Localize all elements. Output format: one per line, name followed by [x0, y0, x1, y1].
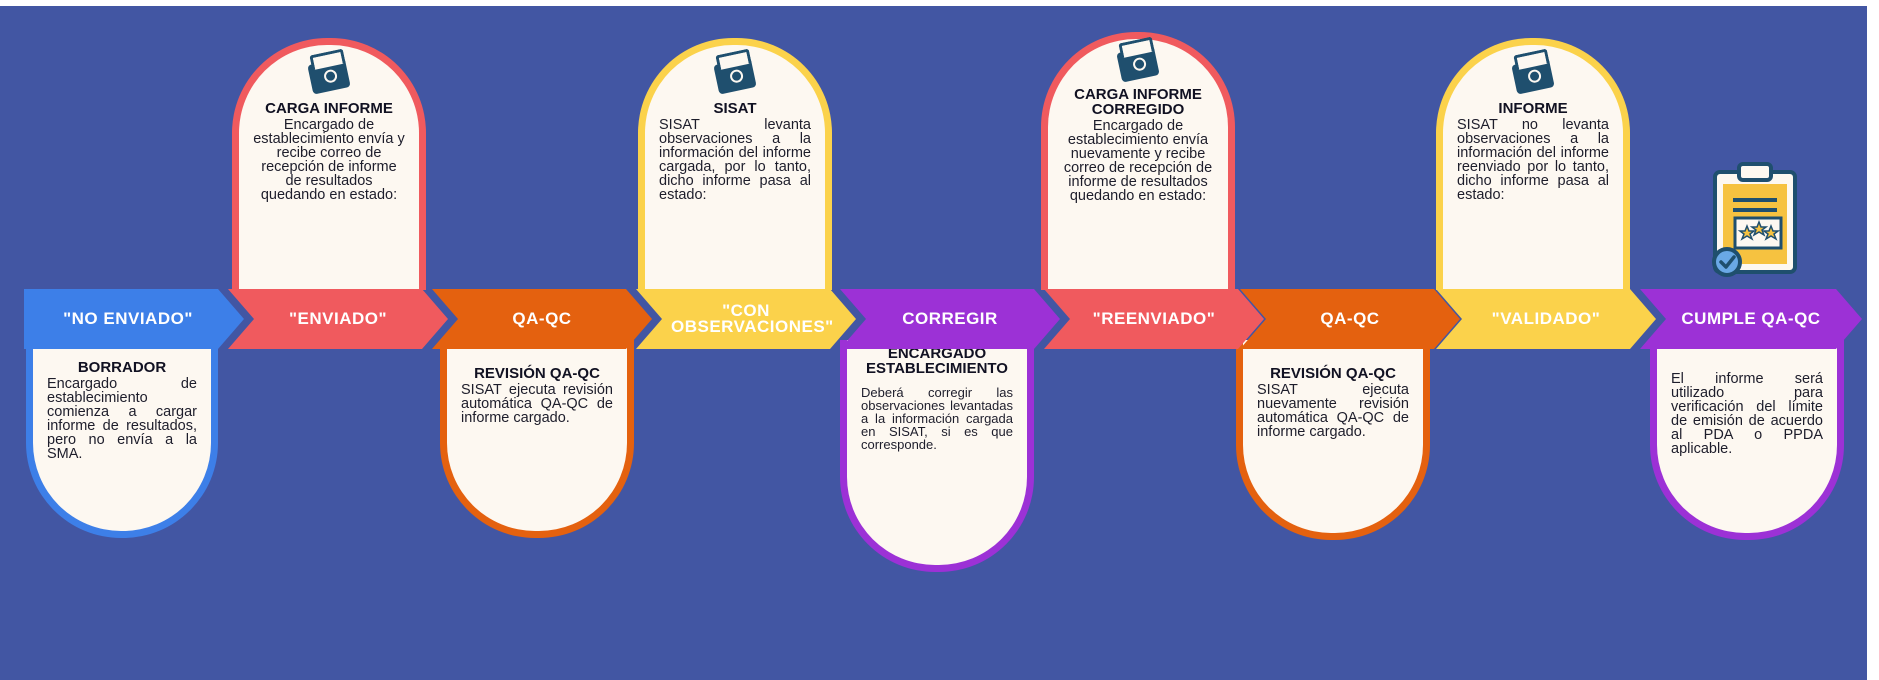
card-encargado: ENCARGADO ESTABLECIMIENTO Deberá corregi…: [840, 340, 1034, 572]
card-text: El informe será utilizado para verificac…: [1671, 371, 1823, 457]
document-upload-icon: [1116, 45, 1160, 83]
card-text: Deberá corregir las observaciones levant…: [861, 385, 1013, 452]
stage-no-enviado: "NO ENVIADO": [24, 289, 244, 349]
card-revision-qaqc-2: REVISIÓN QA-QC SISAT ejecuta nuevamente …: [1236, 340, 1430, 540]
card-borrador: BORRADOR Encargado de establecimiento co…: [26, 340, 218, 538]
card-title: REVISIÓN QA-QC: [474, 365, 600, 382]
card-text: Encargado de establecimiento envía y rec…: [253, 117, 405, 203]
card-title: CARGA INFORME CORREGIDO: [1074, 86, 1202, 118]
document-upload-icon: [307, 57, 351, 95]
stage-validado: "VALIDADO": [1436, 289, 1656, 349]
document-upload-icon: [1511, 57, 1555, 95]
card-title: ENCARGADO ESTABLECIMIENTO: [866, 345, 1008, 377]
card-informe: INFORME SISAT no levanta observaciones a…: [1436, 38, 1630, 290]
stage-label: CORREGIR: [902, 309, 998, 328]
stage-label: QA-QC: [1320, 309, 1380, 328]
card-carga-corregido: CARGA INFORME CORREGIDO Encargado de est…: [1041, 32, 1235, 290]
clipboard-stars-icon: [1712, 162, 1797, 277]
card-cumple: El informe será utilizado para verificac…: [1650, 340, 1844, 540]
stage-label: QA-QC: [512, 309, 572, 328]
stage-con-observaciones: "CON OBSERVACIONES": [636, 289, 856, 349]
card-text: SISAT levanta observaciones a la informa…: [659, 117, 811, 203]
card-title: SISAT: [713, 100, 757, 117]
card-title: INFORME: [1498, 100, 1568, 117]
card-text: SISAT no levanta observaciones a la info…: [1457, 117, 1609, 203]
right-border: [1867, 0, 1879, 680]
card-text: Encargado de establecimiento envía nueva…: [1063, 118, 1213, 204]
document-upload-icon: [713, 57, 757, 95]
card-sisat: SISAT SISAT levanta observaciones a la i…: [638, 38, 832, 290]
stage-label: "REENVIADO": [1092, 309, 1216, 328]
card-text: SISAT ejecuta revisión automática QA-QC …: [461, 382, 613, 426]
stage-label: "NO ENVIADO": [63, 309, 193, 328]
stage-qaqc-1: QA-QC: [432, 289, 652, 349]
stage-cumple-qaqc: CUMPLE QA-QC: [1640, 289, 1862, 349]
card-text: SISAT ejecuta nuevamente revisión automá…: [1257, 382, 1409, 440]
stage-enviado: "ENVIADO": [228, 289, 448, 349]
stage-label: "CON OBSERVACIONES": [671, 301, 834, 336]
stage-reenviado: "REENVIADO": [1044, 289, 1264, 349]
stage-label: "ENVIADO": [288, 309, 388, 328]
card-title: REVISIÓN QA-QC: [1270, 365, 1396, 382]
card-carga-informe: CARGA INFORME Encargado de establecimien…: [232, 38, 426, 290]
card-revision-qaqc-1: REVISIÓN QA-QC SISAT ejecuta revisión au…: [440, 340, 634, 538]
card-title: BORRADOR: [77, 359, 167, 376]
card-title: CARGA INFORME: [265, 100, 393, 117]
card-text: Encargado de establecimiento comienza a …: [47, 376, 197, 462]
stage-qaqc-2: QA-QC: [1240, 289, 1460, 349]
top-border: [0, 0, 1879, 6]
stage-label: "VALIDADO": [1491, 309, 1601, 328]
stage-label: CUMPLE QA-QC: [1681, 309, 1821, 328]
stage-corregir: CORREGIR: [840, 289, 1060, 349]
